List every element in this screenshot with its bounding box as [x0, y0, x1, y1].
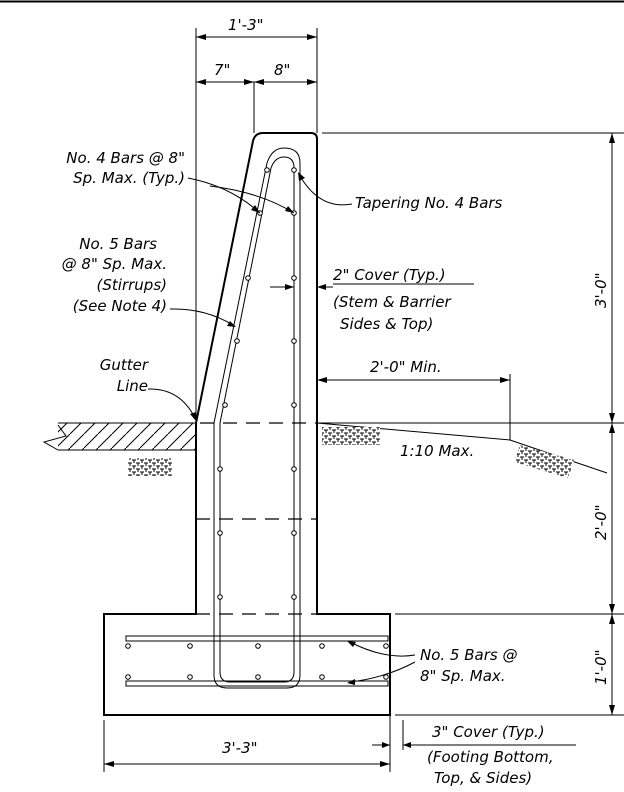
leaders: [147, 172, 416, 685]
footing-top-bar: [125, 635, 389, 642]
callout-no5-line3: (Stirrups): [97, 276, 167, 294]
dim-right-segment: 8": [274, 61, 290, 79]
callout-no5-line4: (See Note 4): [73, 297, 167, 315]
earth-symbol-mid: [322, 427, 380, 445]
construction-lines: [196, 422, 317, 615]
earth-symbol-left: [128, 458, 172, 476]
callout-no4-line1: No. 4 Bars @ 8": [66, 149, 185, 167]
callout-cover-footing-line3: Top, & Sides): [434, 769, 532, 787]
callout-cover-footing-line2: (Footing Bottom,: [427, 748, 553, 766]
callout-gutter-line1: Gutter: [100, 356, 149, 374]
callout-no5-line1: No. 5 Bars: [79, 235, 157, 253]
bar-dots: [125, 167, 389, 680]
callout-no4-line2: Sp. Max. (Typ.): [73, 169, 185, 187]
dim-footing-depth: 1'-0": [592, 649, 610, 685]
stirrup-outer: [213, 147, 301, 689]
barrier-and-stem-outline: [103, 132, 391, 716]
callout-cover-footing-line1: 3" Cover (Typ.): [432, 723, 545, 741]
callout-cover-stem-line1: 2" Cover (Typ.): [333, 266, 446, 284]
callout-cover-stem-line2: (Stem & Barrier: [333, 293, 452, 311]
dim-footing-width: 3'-3": [222, 739, 258, 757]
dim-barrier-height: 3'-0": [592, 272, 610, 308]
dim-top-width: 1'-3": [228, 16, 264, 34]
pavement: [42, 422, 196, 476]
callout-no5-line2: @ 8" Sp. Max.: [62, 255, 167, 273]
slope-label: 1:10 Max.: [400, 442, 474, 460]
stirrup-inner: [219, 156, 295, 683]
earth-symbol-right: [514, 445, 574, 478]
callout-no5-footing-line1: No. 5 Bars @: [420, 646, 517, 664]
footing-bottom-bar: [125, 680, 389, 687]
dimension-lines: [103, 28, 624, 772]
reinforcement: [125, 147, 389, 689]
dim-stem-depth: 2'-0": [592, 504, 610, 540]
callout-tapering: Tapering No. 4 Bars: [355, 194, 503, 212]
callout-no5-footing-line2: 8" Sp. Max.: [420, 667, 506, 685]
callout-gutter-line2: Line: [117, 377, 148, 395]
dim-min-distance: 2'-0" Min.: [370, 358, 442, 376]
dim-left-segment: 7": [214, 61, 230, 79]
callout-cover-stem-line3: Sides & Top): [340, 315, 433, 333]
